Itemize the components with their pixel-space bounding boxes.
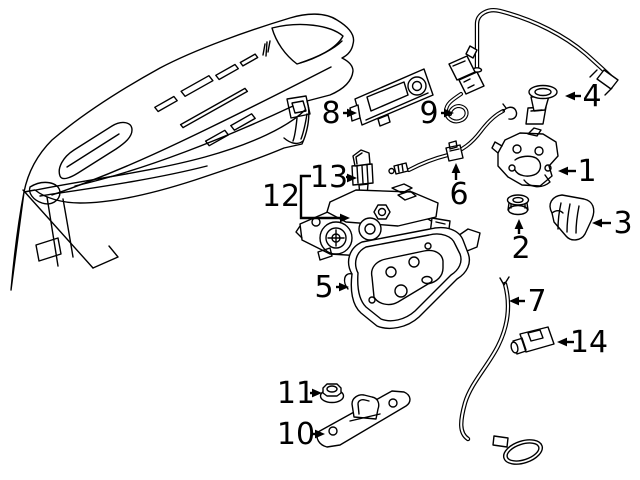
part-4-clip bbox=[525, 84, 558, 125]
part-6-release-cable bbox=[388, 103, 518, 175]
callout-1[interactable]: 1 bbox=[558, 154, 597, 189]
part-3-buffer-cover bbox=[549, 194, 595, 241]
callout-number[interactable]: 9 bbox=[419, 96, 438, 131]
arrowhead bbox=[451, 163, 461, 173]
part-1-lock-latch bbox=[491, 127, 559, 188]
callout-13[interactable]: 13 bbox=[310, 160, 357, 195]
callout-number[interactable]: 6 bbox=[449, 177, 468, 212]
callout-5[interactable]: 5 bbox=[314, 270, 349, 305]
arrowhead bbox=[339, 282, 349, 292]
arrowhead bbox=[312, 388, 322, 398]
arrowhead bbox=[509, 296, 519, 306]
arrowhead bbox=[347, 173, 357, 183]
part-2-grommet bbox=[506, 194, 530, 216]
callout-12[interactable]: 12 bbox=[262, 174, 350, 223]
arrowhead bbox=[514, 219, 524, 229]
callout-4[interactable]: 4 bbox=[565, 79, 602, 114]
part-7-emergency-cable bbox=[459, 276, 544, 465]
callout-number[interactable]: 3 bbox=[613, 206, 632, 241]
callout-number[interactable]: 1 bbox=[577, 154, 596, 189]
arrowhead bbox=[565, 91, 575, 101]
part-9-wiring-harness bbox=[444, 45, 485, 124]
arrowhead bbox=[557, 337, 567, 347]
callout-number[interactable]: 4 bbox=[582, 79, 601, 114]
callout-number[interactable]: 2 bbox=[511, 231, 530, 266]
callout-14[interactable]: 14 bbox=[557, 325, 608, 360]
arrowhead bbox=[347, 108, 357, 118]
leader-bracket bbox=[299, 174, 341, 220]
callout-number[interactable]: 12 bbox=[262, 179, 300, 214]
diagram-art bbox=[10, 8, 619, 465]
arrowhead bbox=[558, 166, 568, 176]
lock-rod bbox=[471, 8, 619, 96]
callout-number[interactable]: 14 bbox=[570, 325, 608, 360]
part-5-housing-tray bbox=[343, 226, 481, 329]
callout-10[interactable]: 10 bbox=[277, 417, 325, 452]
callout-number[interactable]: 10 bbox=[277, 417, 315, 452]
callout-8[interactable]: 8 bbox=[321, 96, 357, 131]
arrowhead bbox=[315, 429, 325, 439]
callout-number[interactable]: 5 bbox=[314, 270, 333, 305]
part-10-striker-plate bbox=[316, 390, 411, 448]
part-11-flange-nut bbox=[319, 383, 345, 404]
callout-11[interactable]: 11 bbox=[277, 376, 322, 411]
callout-3[interactable]: 3 bbox=[592, 206, 633, 241]
callout-9[interactable]: 9 bbox=[419, 96, 454, 131]
callout-7[interactable]: 7 bbox=[509, 284, 547, 319]
arrowhead bbox=[444, 108, 454, 118]
arrowhead bbox=[340, 213, 350, 223]
trunk-lid-panel bbox=[10, 13, 355, 291]
callouts: 1 2 3 4 5 6 7 bbox=[262, 79, 633, 452]
callout-number[interactable]: 13 bbox=[310, 160, 348, 195]
callout-number[interactable]: 7 bbox=[527, 284, 546, 319]
callout-2[interactable]: 2 bbox=[511, 219, 531, 266]
callout-number[interactable]: 8 bbox=[321, 96, 340, 131]
callout-6[interactable]: 6 bbox=[449, 163, 469, 212]
callout-number[interactable]: 11 bbox=[277, 376, 315, 411]
arrowhead bbox=[592, 218, 602, 228]
part-14-sensor-module bbox=[510, 326, 555, 355]
